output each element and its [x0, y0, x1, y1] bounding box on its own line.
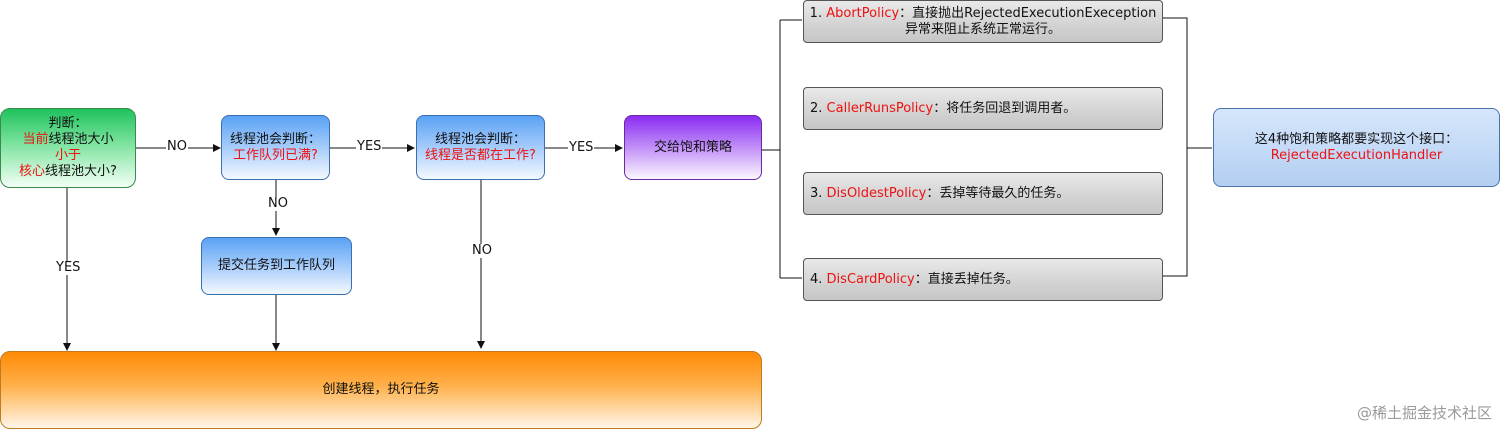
- edge-label-core-to-queue: NO: [166, 139, 188, 154]
- edge-label-busy-to-saturation: YES: [568, 140, 595, 155]
- policy-abort-num: 1.: [809, 5, 827, 21]
- edge-label-busy-to-create: NO: [471, 243, 493, 258]
- judge-queue-line1: 线程池会判断：: [229, 131, 321, 147]
- judge-queue-full-node: 线程池会判断： 工作队列已满?: [221, 115, 330, 180]
- judge-busy-line2: 线程是否都在工作?: [425, 147, 536, 163]
- policy-caller-runs: 2. CallerRunsPolicy：将任务回退到调用者。: [803, 87, 1163, 130]
- policy-abort-desc: ：直接抛出RejectedExecutionExeception: [899, 5, 1157, 21]
- policy-discard-desc: ：直接丢掉任务。: [914, 271, 1019, 287]
- create-thread-label: 创建线程，执行任务: [322, 382, 440, 397]
- judge-core-pool-node: 判断： 当前线程池大小 小于 核心线程池大小?: [0, 108, 136, 188]
- judge-threads-busy-node: 线程池会判断： 线程是否都在工作?: [416, 115, 545, 180]
- policy-caller-desc: ：将任务回退到调用者。: [933, 100, 1077, 116]
- saturation-policy-node: 交给饱和策略: [624, 115, 762, 180]
- edge-label-core-to-create: YES: [55, 260, 82, 275]
- judge-core-less-than: 小于: [54, 148, 81, 163]
- policy-abort: 1. AbortPolicy：直接抛出RejectedExecutionExec…: [803, 0, 1163, 43]
- policy-oldest-name: DisOldestPolicy: [826, 185, 927, 201]
- policy-oldest-desc: ：丢掉等待最久的任务。: [926, 185, 1070, 201]
- policy-abort-desc2: 异常来阻止系统正常运行。: [904, 21, 1061, 37]
- policy-discard-name: DisCardPolicy: [826, 271, 915, 287]
- watermark: @稀土掘金技术社区: [1356, 404, 1492, 422]
- judge-queue-line2: 工作队列已满?: [233, 147, 318, 163]
- interface-note-line2: RejectedExecutionHandler: [1270, 147, 1443, 163]
- right-brace: [1162, 17, 1212, 277]
- edge-label-queue-to-busy: YES: [356, 139, 383, 154]
- policy-discard: 4. DisCardPolicy：直接丢掉任务。: [803, 258, 1163, 301]
- submit-queue-label: 提交任务到工作队列: [217, 258, 335, 273]
- policy-caller-name: CallerRunsPolicy: [826, 100, 934, 116]
- judge-core-core: 核心: [19, 164, 46, 179]
- left-brace: [762, 19, 802, 279]
- create-thread-node: 创建线程，执行任务: [0, 351, 762, 429]
- saturation-label: 交给饱和策略: [653, 139, 732, 155]
- policy-discard-oldest: 3. DisOldestPolicy：丢掉等待最久的任务。: [803, 172, 1163, 215]
- judge-core-current: 当前: [22, 132, 49, 147]
- policy-oldest-num: 3.: [810, 185, 827, 201]
- interface-note-line1: 这4种饱和策略都要实现这个接口：: [1254, 131, 1459, 147]
- judge-core-pool-size: 线程池大小: [48, 132, 114, 147]
- edge-label-queue-to-submit: NO: [267, 196, 289, 211]
- judge-core-line1: 判断：: [48, 116, 88, 131]
- judge-core-core-size: 线程池大小?: [45, 164, 117, 179]
- policy-abort-name: AbortPolicy: [826, 5, 900, 21]
- interface-note-node: 这4种饱和策略都要实现这个接口： RejectedExecutionHandle…: [1213, 108, 1500, 187]
- judge-busy-line1: 线程池会判断：: [434, 131, 526, 147]
- submit-to-queue-node: 提交任务到工作队列: [201, 237, 352, 295]
- policy-caller-num: 2.: [810, 100, 827, 116]
- policy-discard-num: 4.: [810, 271, 827, 287]
